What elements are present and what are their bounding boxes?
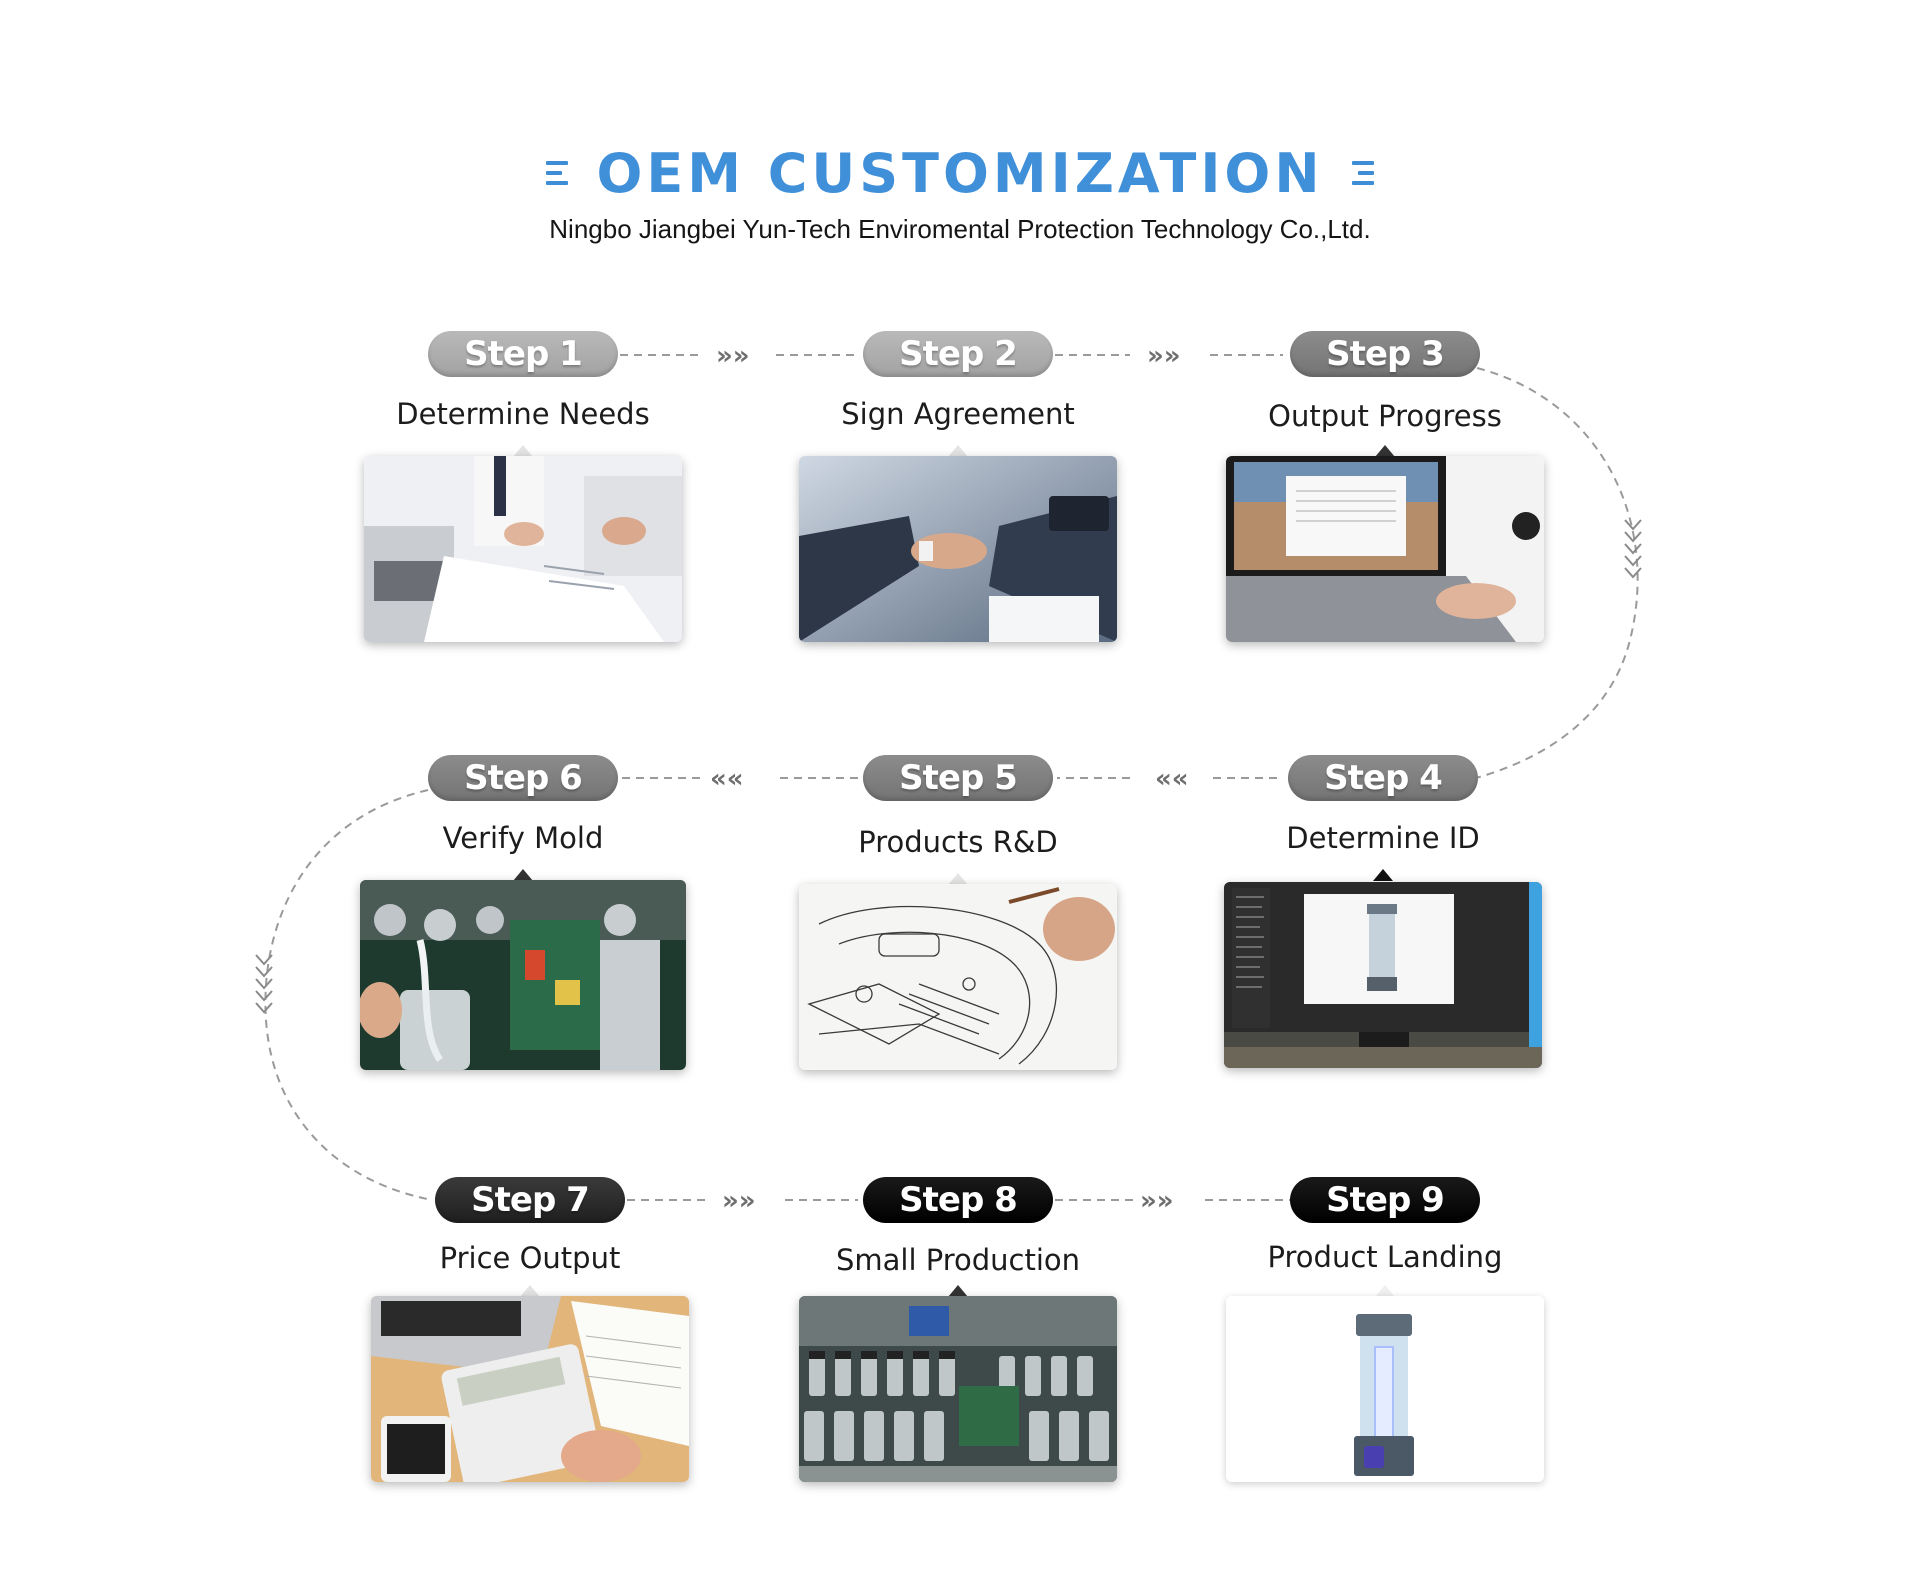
header: OEM CUSTOMIZATION Ningbo Jiangbei Yun-Te…	[0, 0, 1920, 260]
step-card-7: Step 7 Price Output	[350, 1177, 710, 1497]
production-line-image	[799, 1296, 1117, 1482]
step-label: Determine ID	[1286, 821, 1480, 855]
step-badge: Step 1	[428, 331, 618, 377]
arrows-forward: »»	[1140, 1186, 1174, 1216]
business-meeting-image	[364, 456, 682, 642]
step-card-5: Step 5 Products R&D	[778, 755, 1138, 1075]
step-label: Output Progress	[1268, 399, 1502, 433]
step-label: Product Landing	[1267, 1240, 1503, 1274]
step-label: Sign Agreement	[841, 397, 1075, 431]
step-label: Small Production	[835, 1243, 1081, 1277]
photo-notch	[520, 1285, 540, 1297]
arrows-down	[255, 954, 273, 1014]
photo-notch	[948, 445, 968, 457]
connector-curve-right	[1475, 367, 1639, 779]
handshake-image	[799, 456, 1117, 642]
monitor-render-image	[1224, 882, 1542, 1068]
menu-lines-icon	[546, 161, 569, 185]
calculator-image	[371, 1296, 689, 1482]
step-badge: Step 8	[863, 1177, 1053, 1223]
step-badge: Step 7	[435, 1177, 625, 1223]
step-card-4: Step 4 Determine ID	[1203, 755, 1563, 1075]
step-card-9: Step 9 Product Landing	[1205, 1177, 1565, 1497]
step-label: Determine Needs	[396, 397, 650, 431]
photo-notch	[513, 869, 533, 881]
photo-notch	[948, 1285, 968, 1297]
step-card-2: Step 2 Sign Agreement	[778, 331, 1138, 651]
lab-electronics-image	[360, 880, 686, 1070]
step-badge: Step 2	[863, 331, 1053, 377]
step-badge: Step 3	[1290, 331, 1480, 377]
pencil-sketch-image	[799, 884, 1117, 1070]
arrows-backward: ««	[710, 764, 744, 794]
photo-notch	[1375, 1285, 1395, 1297]
page-title: OEM CUSTOMIZATION	[596, 141, 1324, 205]
step-badge: Step 6	[428, 755, 618, 801]
step-badge: Step 5	[863, 755, 1053, 801]
arrows-forward: »»	[722, 1186, 756, 1216]
title-row: OEM CUSTOMIZATION	[0, 138, 1920, 208]
step-card-3: Step 3 Output Progress	[1205, 331, 1565, 651]
step-card-1: Step 1 Determine Needs	[343, 331, 703, 651]
arrows-down	[1624, 519, 1642, 579]
step-badge: Step 9	[1290, 1177, 1480, 1223]
photo-notch	[1373, 869, 1393, 881]
step-card-6: Step 6 Verify Mold	[343, 755, 703, 1075]
company-subtitle: Ningbo Jiangbei Yun-Tech Enviromental Pr…	[549, 214, 1371, 244]
connector-curve-left	[264, 789, 433, 1201]
product-bottle-image	[1226, 1296, 1544, 1482]
step-label: Verify Mold	[442, 821, 604, 855]
arrows-backward: ««	[1155, 764, 1189, 794]
laptop-image	[1226, 456, 1544, 642]
step-label: Products R&D	[858, 825, 1058, 859]
menu-lines-icon	[1351, 161, 1374, 185]
photo-notch	[513, 445, 533, 457]
arrows-forward: »»	[1147, 341, 1181, 371]
photo-notch	[1375, 445, 1395, 457]
step-label: Price Output	[439, 1241, 621, 1275]
step-badge: Step 4	[1288, 755, 1478, 801]
arrows-forward: »»	[716, 341, 750, 371]
photo-notch	[948, 873, 968, 885]
step-card-8: Step 8 Small Production	[778, 1177, 1138, 1497]
